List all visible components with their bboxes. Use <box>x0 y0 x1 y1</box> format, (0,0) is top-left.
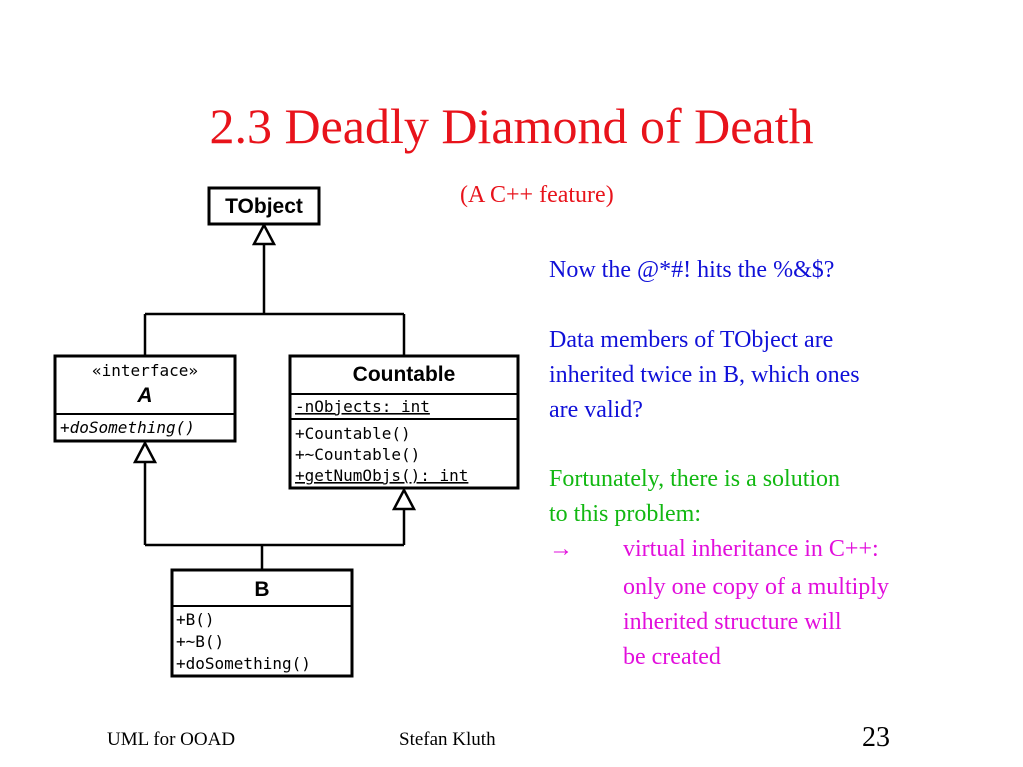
bullet-arrow-icon: → <box>549 536 573 562</box>
a-operation: +doSomething() <box>60 418 195 437</box>
footer-course: UML for OOAD <box>107 729 236 750</box>
countable-op-constructor: +Countable() <box>295 424 411 443</box>
b-op-dosomething: +doSomething() <box>176 654 311 673</box>
class-b: B +B() +~B() +doSomething() <box>170 568 354 678</box>
body-line-hits: Now the @*#! hits the %&$? <box>549 257 835 283</box>
countable-op-destructor: +~Countable() <box>295 445 420 464</box>
body-data-members-3: are valid? <box>549 397 643 423</box>
b-name: B <box>254 578 269 601</box>
bullet-line-1: virtual inheritance in C++: <box>623 536 879 562</box>
page-number: 23 <box>862 722 890 753</box>
body-solution-2: to this problem: <box>549 501 701 527</box>
class-countable: Countable -nObjects: int +Countable() +~… <box>288 354 520 490</box>
countable-name: Countable <box>353 363 456 386</box>
a-stereotype: «interface» <box>92 361 198 380</box>
body-data-members-2: inherited twice in B, which ones <box>549 362 860 388</box>
footer-author: Stefan Kluth <box>399 729 496 750</box>
bullet-line-3: inherited structure will <box>623 609 842 635</box>
tobject-name: TObject <box>225 195 303 218</box>
bullet-line-4: be created <box>623 644 721 670</box>
class-tobject: TObject <box>207 186 321 226</box>
countable-op-getnumobjs: +getNumObjs(): int <box>295 466 468 485</box>
tobject-generalization-arrow <box>251 222 277 246</box>
a-generalization-arrow <box>132 440 158 464</box>
slide-subtitle: (A C++ feature) <box>460 182 614 208</box>
slide-title: 2.3 Deadly Diamond of Death <box>209 98 814 154</box>
countable-generalization-arrow <box>391 487 417 511</box>
countable-attribute: -nObjects: int <box>295 397 430 416</box>
body-solution-1: Fortunately, there is a solution <box>549 466 841 492</box>
b-op-constructor: +B() <box>176 610 215 629</box>
class-a: «interface» A +doSomething() <box>53 354 237 443</box>
body-data-members-1: Data members of TObject are <box>549 327 834 353</box>
b-op-destructor: +~B() <box>176 632 224 651</box>
bullet-line-2: only one copy of a multiply <box>623 574 889 600</box>
a-name: A <box>136 384 152 407</box>
